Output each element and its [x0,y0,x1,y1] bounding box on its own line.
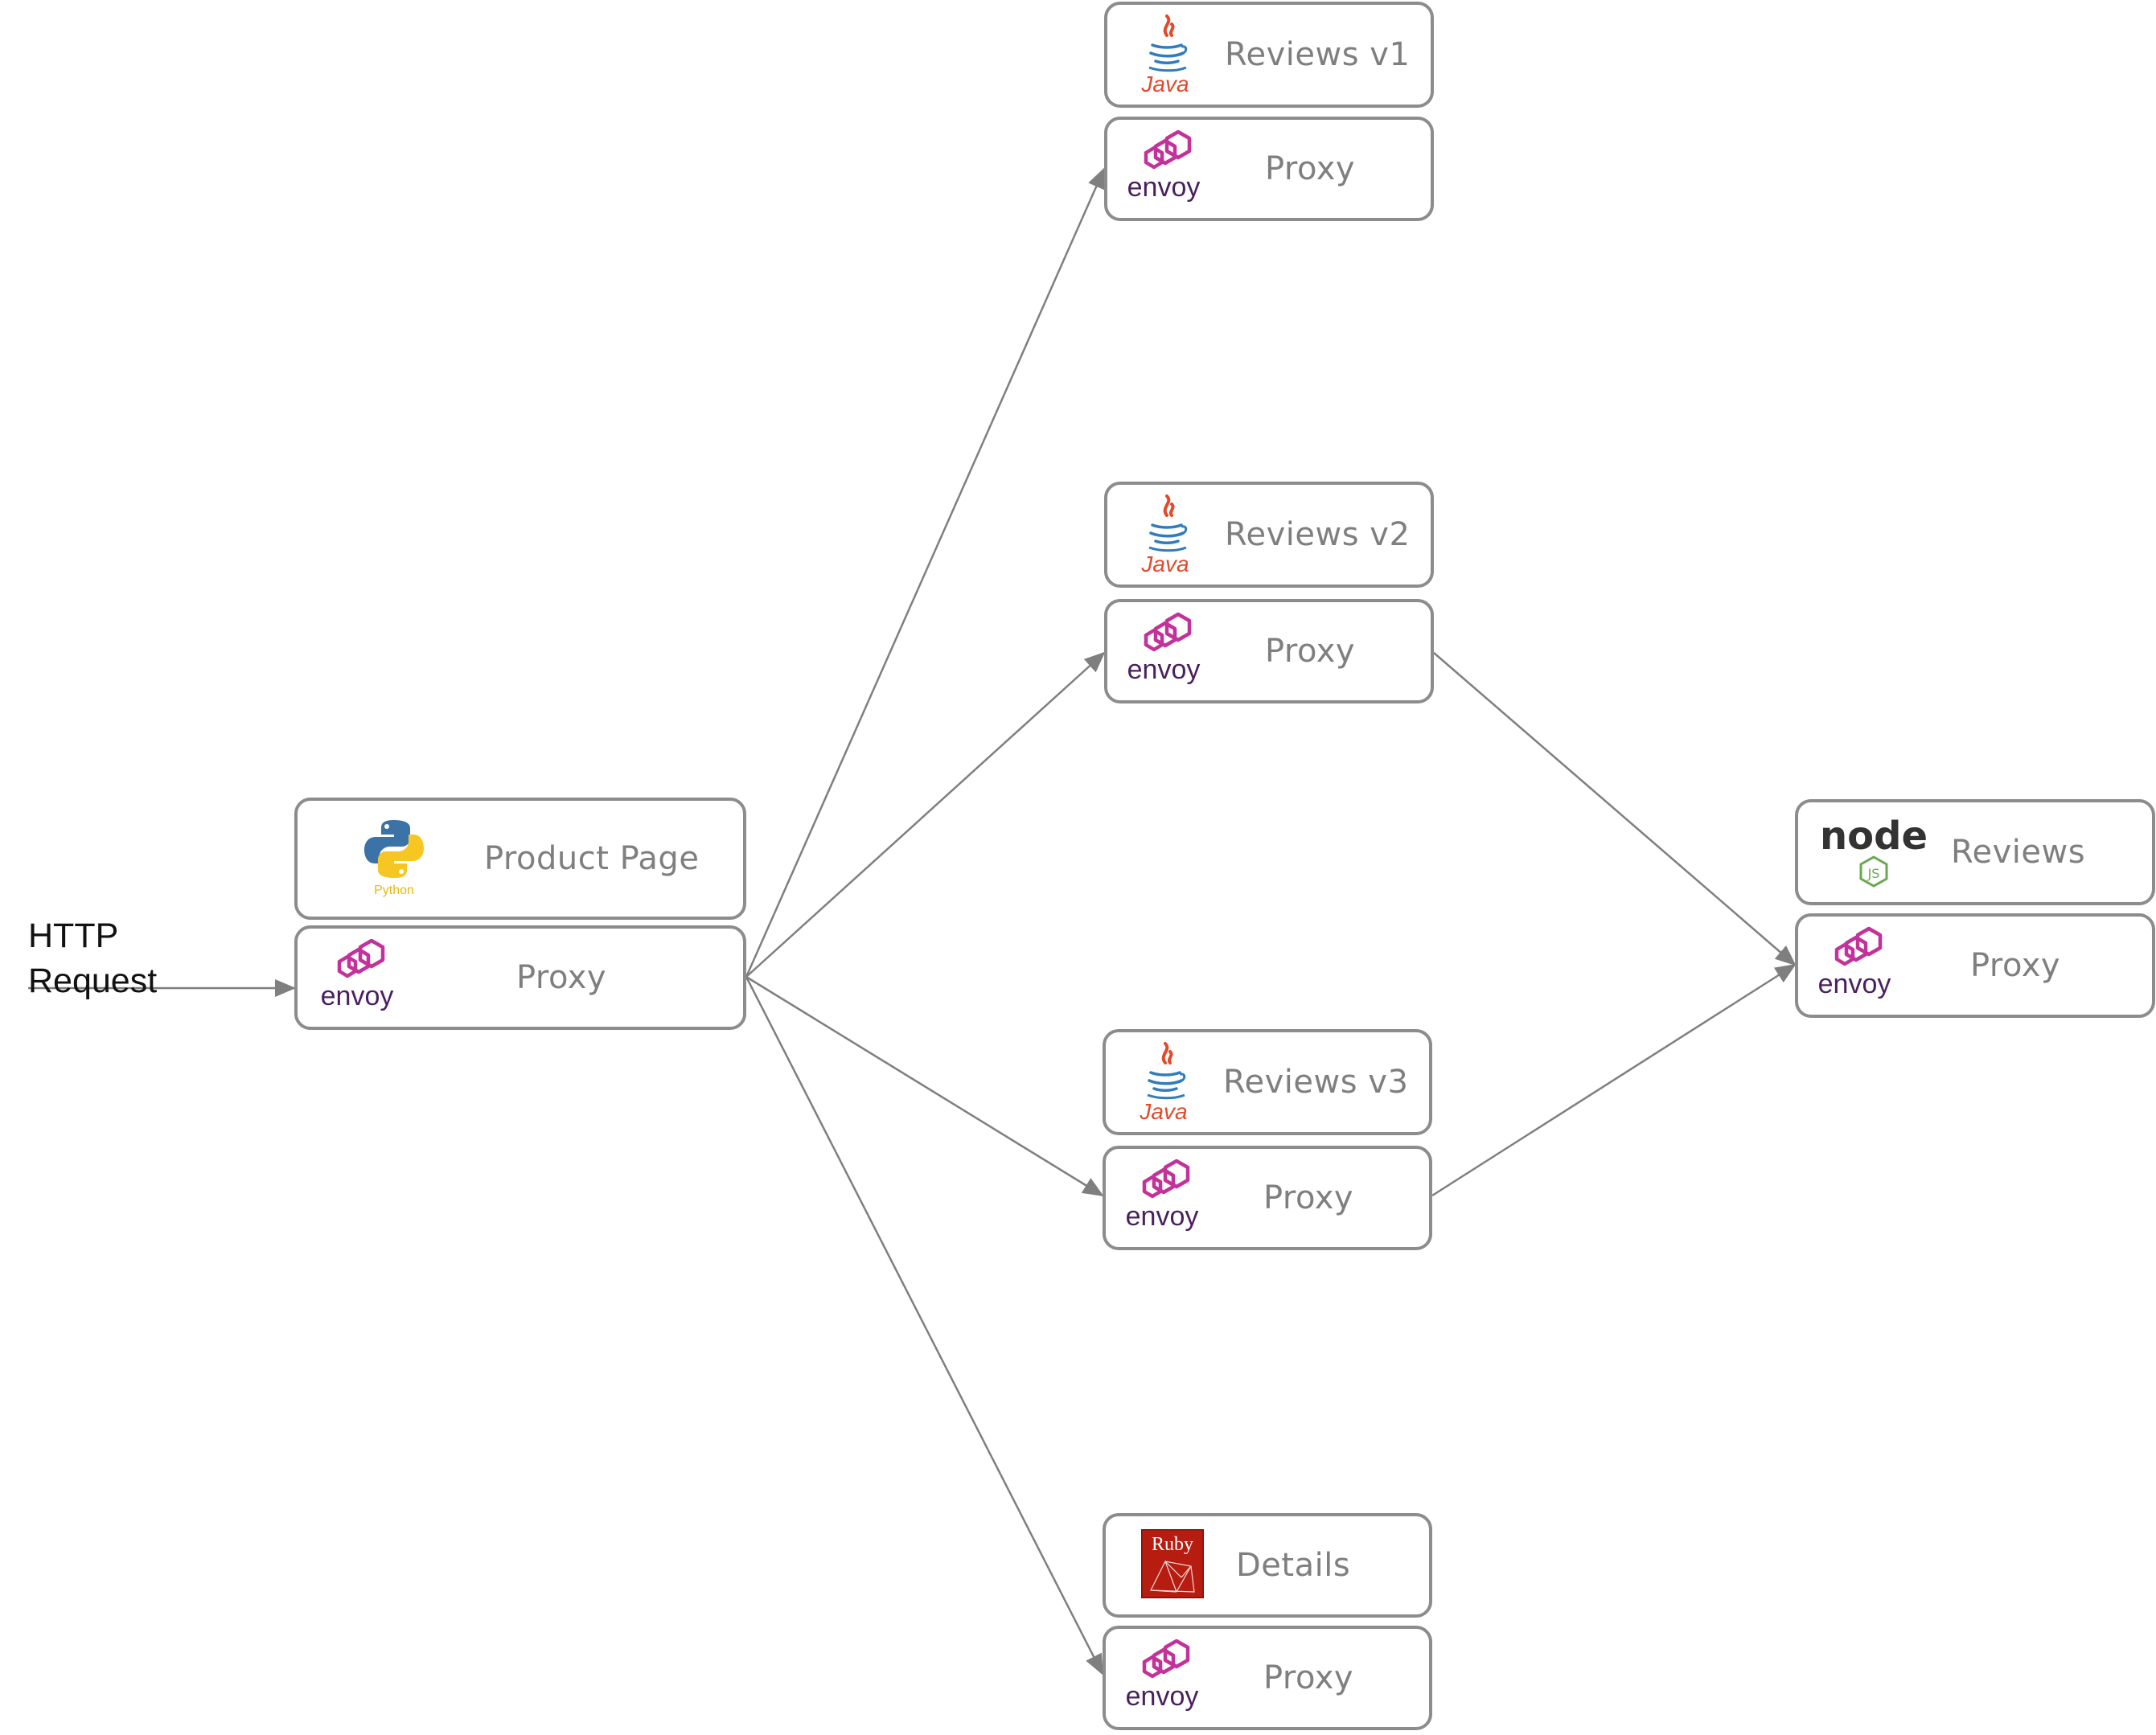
http-request-line1: HTTP [28,917,119,955]
arrow-productpage-to-reviews-v1 [745,167,1106,978]
http-request-line2: Request [28,962,158,1000]
details-service-box[interactable]: Ruby Details [1103,1513,1432,1618]
reviews-v1-service-box[interactable]: Java Reviews v1 [1104,2,1434,108]
arrow-productpage-to-reviews-v2 [745,651,1106,978]
reviews-v3-proxy-label: Proxy [1263,1179,1354,1216]
java-caption: Java [1139,1099,1187,1124]
envoy-caption: envoy [1126,1201,1199,1232]
http-request-label: HTTP Request [28,913,157,1003]
reviews-v3-proxy-box[interactable]: envoy Proxy [1103,1146,1432,1250]
envoy-caption: envoy [1818,969,1891,999]
java-icon: Java [1133,1037,1197,1127]
java-icon: Java [1135,490,1199,580]
java-caption: Java [1140,552,1189,576]
ruby-icon: Ruby [1140,1528,1205,1602]
product-page-proxy-box[interactable]: envoy Proxy [294,925,746,1030]
reviews-v1-proxy-label: Proxy [1265,150,1356,187]
node-caption: node [1820,814,1928,859]
reviews-v1-label: Reviews v1 [1225,36,1411,73]
ratings-service-box[interactable]: node JS Reviews [1795,799,2155,905]
product-page-proxy-label: Proxy [516,959,607,996]
reviews-v2-service-box[interactable]: Java Reviews v2 [1104,482,1434,588]
reviews-v2-proxy-box[interactable]: envoy Proxy [1104,599,1434,703]
envoy-icon: envoy [1120,1156,1209,1240]
envoy-icon: envoy [1813,924,1901,1007]
java-caption: Java [1140,72,1189,96]
reviews-v1-proxy-box[interactable]: envoy Proxy [1104,117,1434,221]
ratings-proxy-box[interactable]: envoy Proxy [1795,913,2155,1018]
arrow-productpage-to-reviews-v3 [745,975,1104,1197]
reviews-v2-label: Reviews v2 [1225,516,1411,553]
ruby-caption: Ruby [1152,1534,1193,1555]
details-proxy-box[interactable]: envoy Proxy [1103,1626,1432,1730]
python-caption: Python [374,884,414,897]
details-proxy-label: Proxy [1263,1659,1354,1696]
product-page-service-box[interactable]: Python Product Page [294,798,746,920]
ratings-label: Reviews [1951,834,2086,871]
nodejs-icon: node JS [1814,814,1935,891]
product-page-label: Product Page [484,840,700,877]
envoy-caption: envoy [321,981,394,1011]
ratings-proxy-label: Proxy [1970,947,2061,984]
arrow-productpage-to-details [745,976,1104,1676]
python-icon: Python [362,817,426,900]
arrow-reviews-v2-to-ratings [1433,652,1797,966]
envoy-icon: envoy [1122,609,1210,693]
java-icon: Java [1135,10,1199,100]
node-js-caption: JS [1867,866,1880,881]
envoy-icon: envoy [1122,127,1210,211]
arrow-reviews-v3-to-ratings [1431,963,1797,1197]
details-label: Details [1236,1547,1351,1584]
reviews-v3-label: Reviews v3 [1223,1064,1409,1101]
envoy-caption: envoy [1127,654,1201,685]
envoy-icon: envoy [315,936,404,1019]
envoy-caption: envoy [1126,1681,1199,1712]
reviews-v2-proxy-label: Proxy [1265,633,1356,670]
envoy-caption: envoy [1127,172,1201,203]
envoy-icon: envoy [1120,1636,1209,1720]
reviews-v3-service-box[interactable]: Java Reviews v3 [1103,1029,1432,1135]
